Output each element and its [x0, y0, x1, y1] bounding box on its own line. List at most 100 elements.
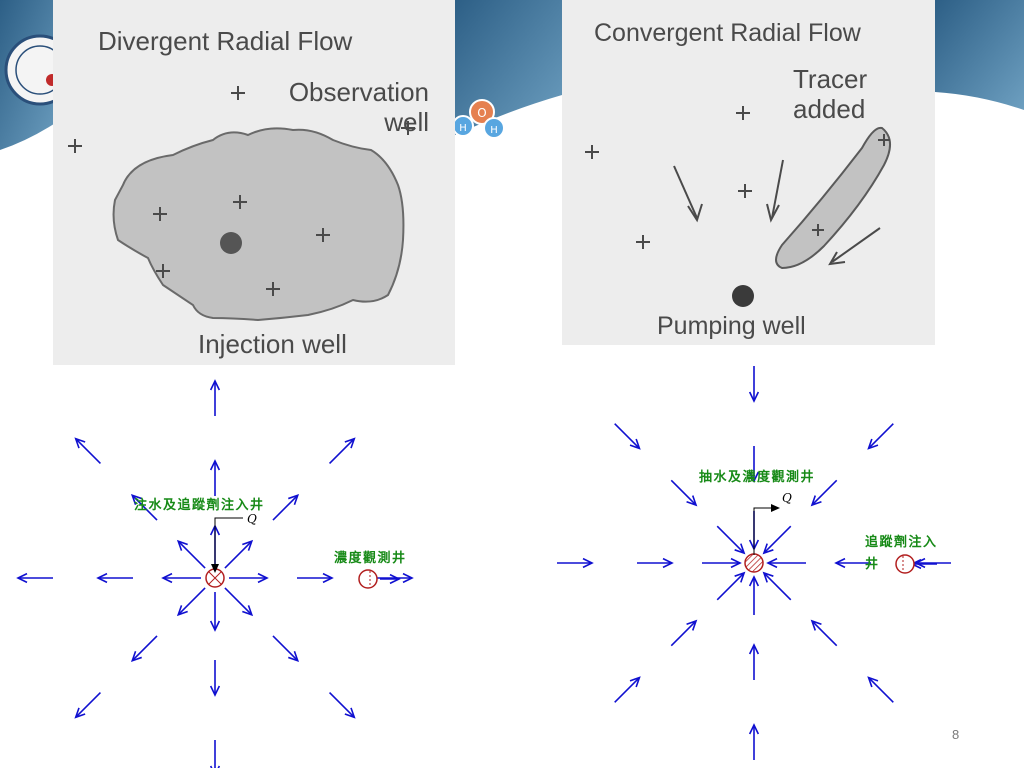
flow-direction-arrow	[716, 571, 746, 601]
convergent-title: Convergent Radial Flow	[594, 19, 861, 47]
flow-direction-arrow	[16, 572, 53, 584]
plus-marker	[68, 139, 82, 153]
flow-direction-arrow	[176, 539, 206, 569]
plus-marker	[153, 207, 167, 221]
injection-well-label: Injection well	[198, 329, 347, 359]
flow-direction-arrow	[272, 493, 300, 521]
tracer-plume	[112, 127, 405, 322]
pumping-well-label-cjk: 抽水及濃度觀測井	[699, 470, 816, 485]
flow-direction-arrow	[209, 459, 221, 496]
plus-marker	[316, 228, 330, 242]
flow-direction-arrow	[74, 691, 102, 719]
injection-flow-q-label: Q	[247, 512, 257, 526]
flow-direction-arrow	[748, 643, 760, 680]
pumping-well	[744, 553, 764, 573]
plus-marker	[156, 264, 170, 278]
flow-direction-arrow	[130, 635, 158, 663]
flow-direction-arrow	[380, 573, 401, 585]
flow-arrow	[766, 203, 780, 223]
plus-marker	[231, 86, 245, 100]
plus-marker	[736, 106, 750, 120]
flow-direction-arrow	[224, 587, 254, 617]
flow-arrow	[687, 203, 703, 223]
flow-arrow	[673, 165, 698, 219]
flow-direction-arrow	[716, 525, 746, 555]
flow-direction-arrow	[834, 557, 871, 569]
flow-direction-arrow	[74, 437, 102, 465]
flow-arrows-scanned	[673, 159, 881, 266]
plus-marker	[585, 145, 599, 159]
flow-direction-arrow	[328, 437, 356, 465]
tracer-added-label: Tracer added	[793, 64, 868, 124]
water-molecule-icon: O H H	[452, 99, 505, 139]
tracer-well-label-line2: 井	[865, 557, 880, 572]
observation-well	[358, 569, 378, 589]
plus-marker	[878, 134, 890, 146]
flow-direction-arrow	[748, 366, 760, 403]
divergent-flow-figure	[68, 86, 415, 322]
svg-text:H: H	[490, 125, 498, 136]
flow-direction-arrow	[702, 557, 742, 569]
flow-direction-arrow	[867, 423, 894, 450]
flow-direction-arrow	[297, 572, 334, 584]
flow-direction-arrow	[637, 557, 674, 569]
flow-direction-arrow	[762, 571, 792, 601]
plus-marker	[401, 121, 415, 135]
injection-well-marker	[220, 232, 242, 254]
flow-direction-arrow	[670, 479, 698, 507]
flow-direction-arrow	[810, 619, 838, 647]
plus-marker	[636, 235, 650, 249]
pumping-well-marker	[732, 285, 754, 307]
divergent-flow-panel: Divergent Radial Flow Observation well I…	[53, 0, 455, 365]
flow-direction-arrow	[748, 446, 760, 483]
injection-well-label-cjk: 注水及追蹤劑注入井	[134, 498, 265, 513]
flow-direction-arrow	[130, 493, 158, 521]
pumping-flow-q-label: Q	[782, 491, 792, 505]
tracer-injection-well	[895, 554, 915, 574]
flow-direction-arrow	[614, 423, 641, 450]
flow-direction-arrow	[810, 479, 838, 507]
flow-direction-arrow	[161, 572, 201, 584]
flow-direction-arrow	[748, 575, 760, 615]
flow-direction-arrow	[272, 635, 300, 663]
convergent-flow-figure	[585, 106, 891, 307]
flow-direction-arrow	[614, 676, 641, 703]
svg-text:H: H	[459, 123, 467, 134]
flow-arrow	[831, 227, 881, 263]
flow-direction-arrow	[224, 539, 254, 569]
svg-text:O: O	[477, 106, 486, 120]
page-number: 8	[952, 727, 960, 742]
tracer-well-label-line1: 追蹤劑注入	[865, 535, 938, 550]
flow-direction-arrow	[762, 525, 792, 555]
convergent-flow-panel: Convergent Radial Flow Tracer added Pump…	[562, 0, 935, 345]
flow-direction-arrow	[209, 592, 221, 632]
observation-well-label-cjk: 濃度觀測井	[334, 551, 407, 566]
flow-direction-arrow	[176, 587, 206, 617]
flow-arrow	[828, 251, 846, 266]
flow-direction-arrow	[748, 723, 760, 760]
header-band-right	[935, 0, 1024, 110]
divergent-title: Divergent Radial Flow	[98, 26, 353, 56]
flow-direction-arrow	[377, 572, 414, 584]
flow-direction-arrow	[328, 691, 356, 719]
flow-direction-arrow	[867, 676, 894, 703]
sample-points	[68, 86, 415, 296]
flow-direction-arrow	[557, 557, 594, 569]
plus-marker	[233, 195, 247, 209]
flow-direction-arrow	[670, 619, 698, 647]
flow-direction-arrow	[209, 660, 221, 697]
flow-direction-arrow	[229, 572, 269, 584]
sample-points	[585, 106, 890, 249]
flow-direction-arrow	[209, 379, 221, 416]
flow-direction-arrow	[209, 740, 221, 768]
pumping-flow-q-arrow	[753, 504, 780, 555]
observation-well-label: Observation well	[288, 77, 429, 137]
flow-direction-arrow	[766, 557, 806, 569]
plus-marker	[738, 184, 752, 198]
plus-marker	[812, 224, 824, 236]
flow-arrow	[771, 159, 784, 219]
pumping-well-label: Pumping well	[657, 312, 806, 340]
flow-direction-arrow	[914, 557, 951, 569]
